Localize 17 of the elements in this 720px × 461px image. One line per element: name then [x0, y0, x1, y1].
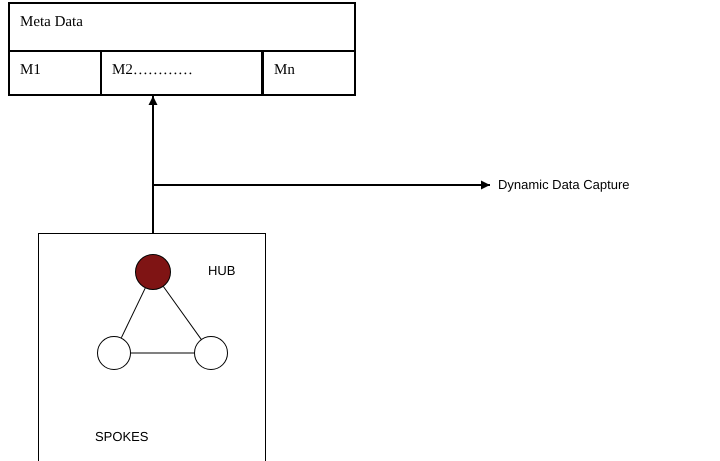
table-box [8, 2, 356, 96]
arrow [152, 180, 490, 233]
label-text: SPOKES [95, 429, 148, 444]
connector-line [120, 288, 146, 338]
spoke-circle [194, 336, 228, 370]
table-heading: Meta Data [20, 14, 83, 31]
cell-label: M1 [20, 62, 41, 79]
spoke-circle [97, 336, 131, 370]
connector-line [162, 286, 202, 340]
table-cell [100, 50, 263, 96]
label-text: Dynamic Data Capture [498, 177, 630, 192]
node-caption: HUB [208, 263, 236, 278]
cell-label: M2………… [112, 62, 193, 79]
table-cell [262, 50, 356, 96]
cell-label: Mn [274, 62, 295, 79]
connector-line [130, 352, 194, 354]
frame-box [38, 233, 266, 461]
